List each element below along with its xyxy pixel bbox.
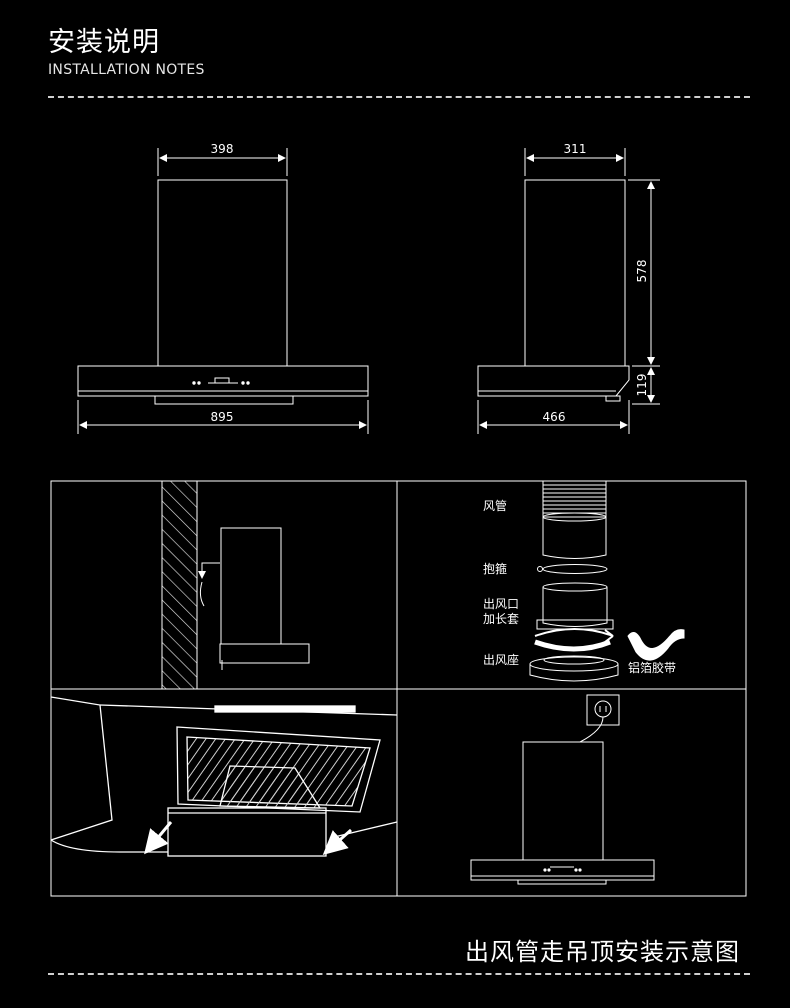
page-title: 安装说明 (48, 27, 160, 58)
wall-hatch (161, 480, 198, 690)
rotate-arrow (534, 628, 614, 643)
plug-icon (594, 700, 612, 718)
outlet-base (529, 655, 619, 682)
label-clamp: 抱箍 (483, 561, 507, 576)
front-control-panel (214, 377, 230, 384)
top-divider (48, 96, 750, 98)
duct-corrugated (542, 480, 607, 559)
caption: 出风管走吊顶安装示意图 (465, 938, 740, 966)
oil-cup-panel (50, 696, 398, 857)
label-duct: 风管 (483, 498, 507, 513)
clamp-ring (542, 564, 608, 574)
front-light-bar (154, 395, 294, 405)
foil-tape-shape (627, 629, 685, 661)
dim-side-chimney-height: 578 (635, 260, 649, 283)
outlet-extension (536, 582, 614, 630)
dim-side-chimney-depth: 311 (564, 142, 587, 156)
dim-front-chimney-width: 398 (211, 142, 234, 156)
wall-mount-panel (161, 480, 310, 690)
side-chimney (524, 179, 626, 367)
duct-panel (529, 480, 685, 682)
dim-side-hood-height: 119 (635, 374, 649, 397)
power-socket (586, 694, 620, 726)
bottom-divider (48, 973, 750, 975)
label-outlet-ext-2: 加长套 (483, 612, 519, 626)
label-outlet-ext-1: 出风口 (483, 597, 519, 611)
label-foil-tape: 铝箔胶带 (628, 660, 676, 675)
installed-chimney (522, 741, 604, 861)
dim-front-hood-width: 895 (211, 410, 234, 424)
page-subtitle: INSTALLATION NOTES (48, 62, 205, 78)
front-chimney (157, 179, 288, 367)
front-view (77, 148, 369, 434)
socket-panel (470, 694, 655, 885)
install-grid (50, 480, 747, 897)
dim-side-hood-depth: 466 (543, 410, 566, 424)
side-view (477, 148, 660, 434)
label-outlet-base: 出风座 (483, 652, 519, 667)
installed-hood (470, 859, 655, 881)
